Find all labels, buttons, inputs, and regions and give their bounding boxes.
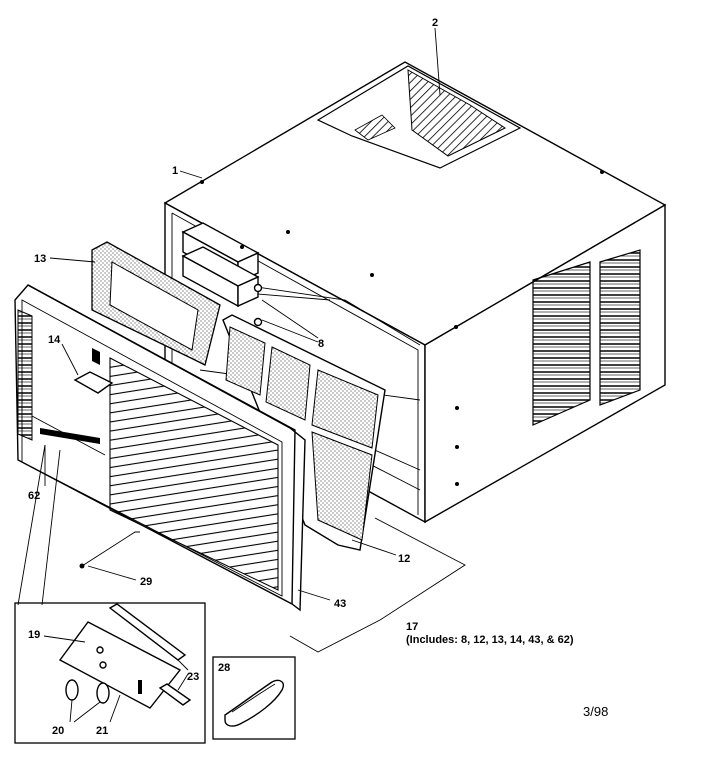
callout-17: 17 [406, 621, 418, 633]
callout-12: 12 [398, 553, 410, 565]
callout-62: 62 [28, 490, 40, 502]
control-panel-inset [14, 602, 206, 744]
callout-2: 2 [432, 17, 438, 29]
bracket-inset [212, 656, 296, 740]
callout-28: 28 [218, 662, 230, 674]
air-filter [222, 314, 386, 551]
callout-14: 14 [48, 334, 61, 346]
callout-1: 1 [172, 165, 178, 177]
callout-13: 13 [34, 253, 46, 265]
callout-17-note: (Includes: 8, 12, 13, 14, 43, & 62) [406, 634, 574, 646]
callout-29: 29 [140, 576, 152, 588]
date-code: 3/98 [583, 704, 608, 719]
callout-23: 23 [187, 671, 199, 683]
callout-8: 8 [318, 338, 324, 350]
callout-21: 21 [96, 725, 108, 737]
callout-43: 43 [334, 598, 346, 610]
front-grille [14, 284, 306, 612]
callout-20: 20 [52, 725, 64, 737]
foam-frame [91, 241, 221, 366]
callout-19: 19 [28, 629, 40, 641]
leader-lines [17, 27, 466, 723]
